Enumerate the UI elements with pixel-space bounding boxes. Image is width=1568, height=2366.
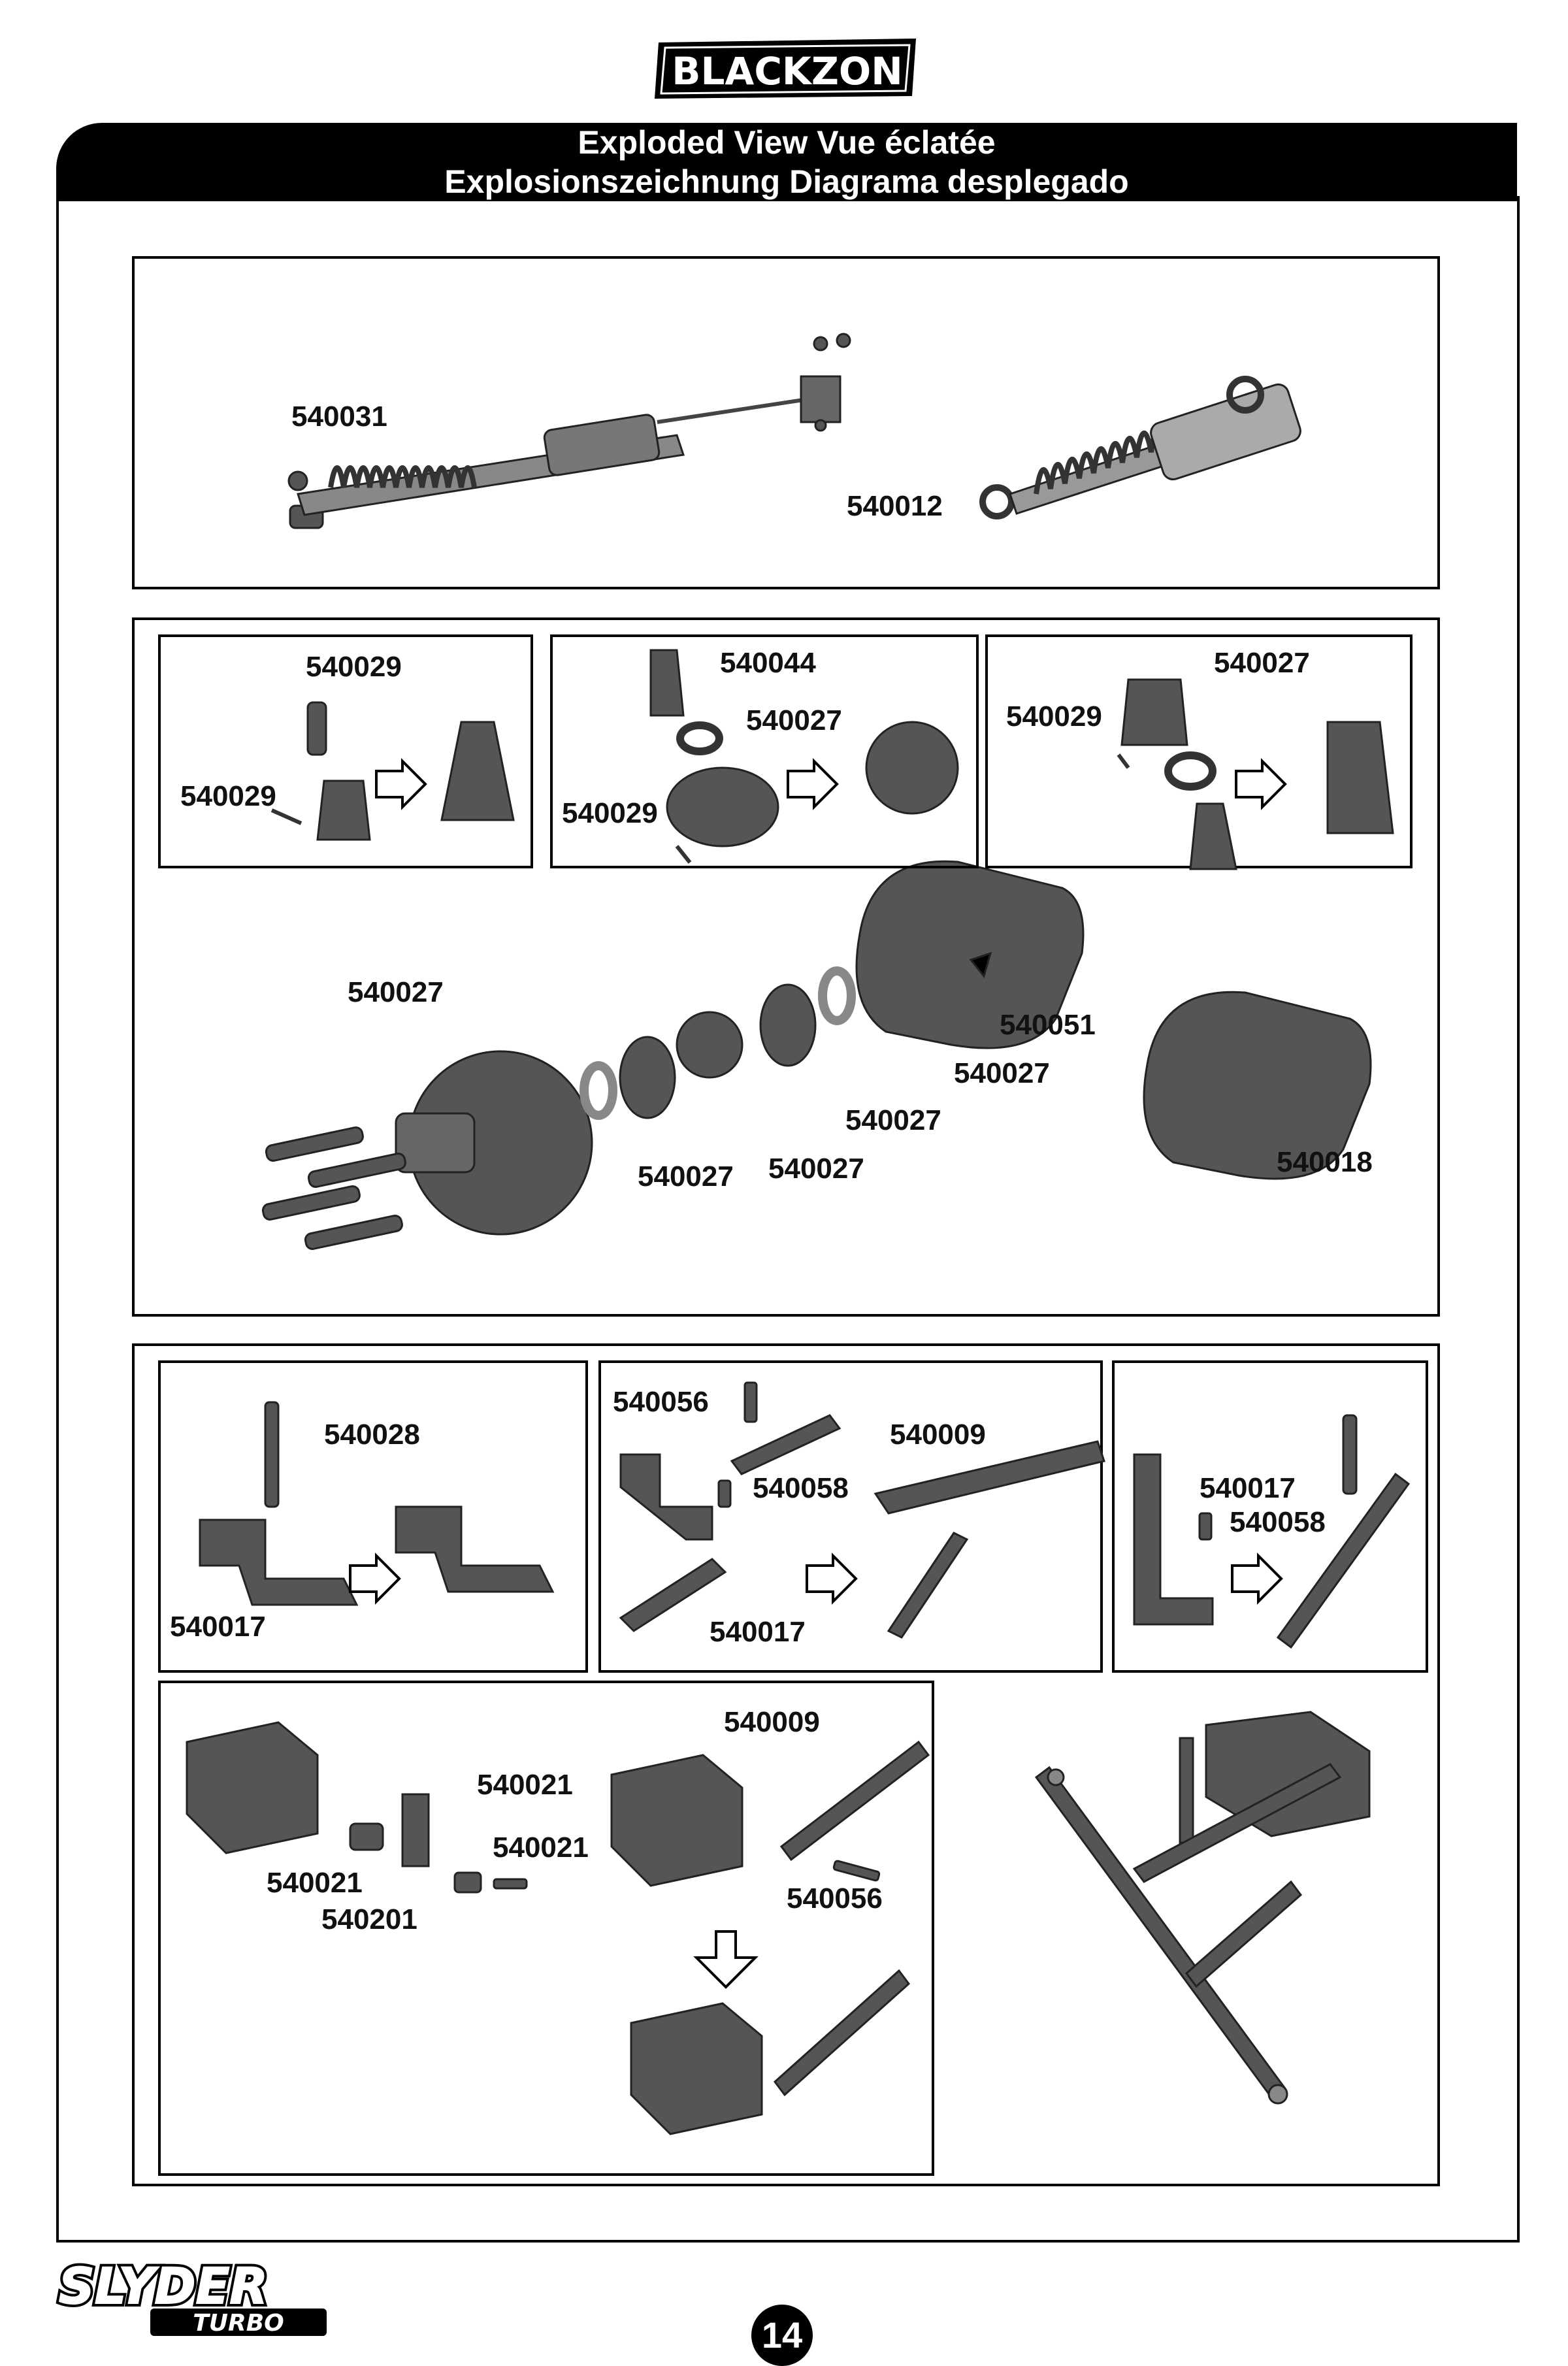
header-line-1: Exploded View Vue éclatée xyxy=(578,124,996,161)
part-label: 540021 xyxy=(493,1832,589,1864)
part-label: 540051 xyxy=(1000,1009,1096,1041)
diff-illustration xyxy=(261,860,1372,1250)
product-logo-sub: TURBO xyxy=(193,2310,284,2337)
steering-subpanel-right-illustration xyxy=(1133,1414,1411,1649)
steering-subpanel-left: 540028 540017 xyxy=(158,1360,588,1673)
steering-subpanel-mid: 540056 540009 540058 540017 xyxy=(598,1360,1105,1673)
diff-subpanel-right-illustration xyxy=(1117,678,1394,870)
part-label: 540027 xyxy=(746,704,842,736)
steering-subpanel-left-illustration xyxy=(199,1401,555,1606)
part-label: 540027 xyxy=(1214,647,1310,679)
part-label: 540027 xyxy=(348,976,444,1008)
product-logo-main-fill: SLYDER xyxy=(59,2258,268,2315)
part-label: 540018 xyxy=(1277,1146,1373,1178)
diff-subpanel-mid-illustration xyxy=(649,649,959,864)
part-label: 540021 xyxy=(267,1867,363,1899)
part-label: 540056 xyxy=(787,1882,883,1914)
servo-subpanel-illustration xyxy=(186,1721,930,2135)
page-frame xyxy=(56,196,1520,2243)
steering-subpanel-mid-illustration xyxy=(619,1381,1105,1639)
part-label: 540031 xyxy=(291,401,387,433)
part-label: 540021 xyxy=(477,1769,573,1801)
diff-subpanel-right: 540027 540029 xyxy=(985,634,1413,870)
page-header: Exploded View Vue éclatée Explosionszeic… xyxy=(56,123,1517,201)
product-logo-main: SLYDER xyxy=(59,2258,268,2315)
diff-subpanel-mid: 540044 540027 540029 xyxy=(550,634,979,868)
shock-section: 540031 540012 xyxy=(132,256,1440,589)
part-label: 540027 xyxy=(768,1153,864,1185)
brand-logo: BLACKZON xyxy=(653,36,921,101)
part-label: 540027 xyxy=(638,1160,734,1192)
diff-section: 540029 540029 540044 540027 540029 xyxy=(132,617,1440,1317)
part-label: 540029 xyxy=(180,780,276,812)
diff-subpanel-left-illustration xyxy=(270,701,515,841)
part-label: 540027 xyxy=(954,1057,1050,1089)
diff-subpanel-left: 540029 540029 xyxy=(158,634,533,868)
part-label: 540058 xyxy=(753,1472,849,1504)
part-label: 540201 xyxy=(321,1903,417,1935)
servo-subpanel: 540009 540021 540021 540021 540201 54005… xyxy=(158,1681,934,2176)
product-logo: SLYDER SLYDER TURBO xyxy=(52,2258,340,2339)
part-label: 540017 xyxy=(1200,1472,1296,1504)
part-label: 540029 xyxy=(1006,700,1102,732)
part-label: 540029 xyxy=(306,651,402,683)
steering-subpanel-right: 540017 540058 xyxy=(1112,1360,1428,1673)
part-label: 540056 xyxy=(613,1386,709,1418)
part-label: 540027 xyxy=(845,1104,941,1136)
part-label: 540028 xyxy=(324,1419,420,1451)
part-label: 540058 xyxy=(1230,1506,1326,1538)
product-logo-graphic: SLYDER SLYDER TURBO xyxy=(56,2258,327,2337)
part-label: 540029 xyxy=(562,797,658,829)
steering-section: 540028 540017 540056 540009 540058 54001… xyxy=(132,1343,1440,2186)
header-line-2: Explosionszeichnung Diagrama desplegado xyxy=(444,163,1129,200)
brand-logo-graphic: BLACKZON xyxy=(655,39,916,99)
part-label: 540009 xyxy=(890,1419,986,1451)
page-number: 14 xyxy=(751,2305,813,2366)
part-label: 540009 xyxy=(724,1706,820,1738)
part-label: 540017 xyxy=(710,1616,806,1648)
part-label: 540012 xyxy=(847,490,943,522)
shock-illustration xyxy=(287,333,1301,529)
part-label: 540017 xyxy=(170,1611,266,1643)
brand-logo-text: BLACKZON xyxy=(672,49,902,93)
part-label: 540044 xyxy=(720,647,816,679)
